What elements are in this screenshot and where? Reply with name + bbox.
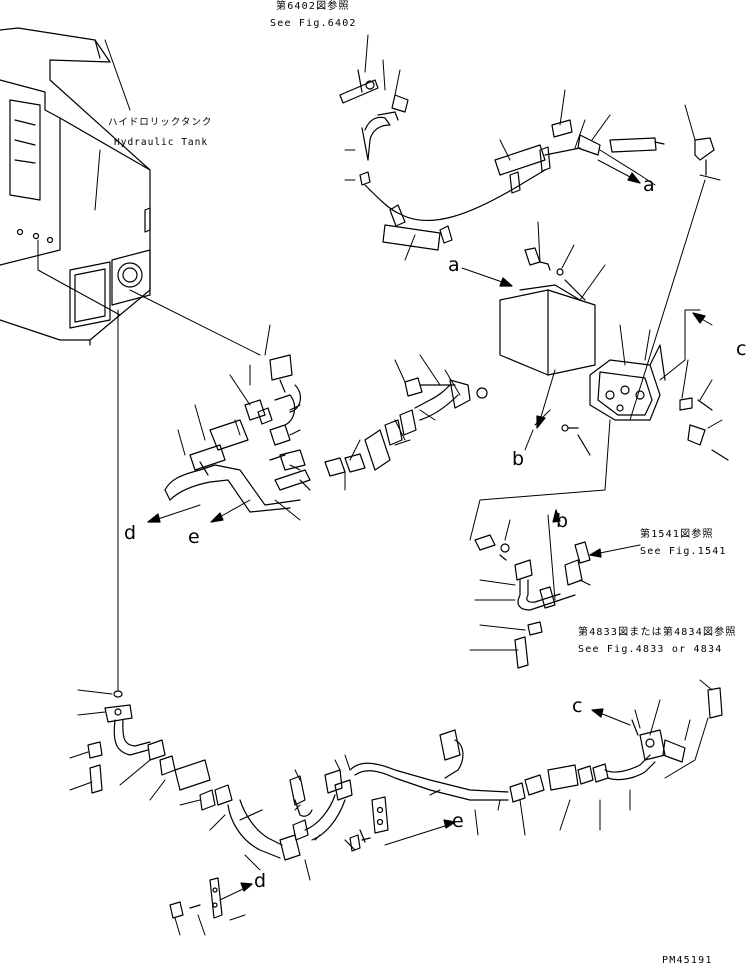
callout-a-middle: a	[448, 254, 460, 276]
ref-6402-en: See Fig.6402	[270, 18, 357, 29]
callout-b-middle: b	[512, 448, 525, 470]
valve-bracket	[499, 247, 596, 376]
ref-4833-jp: 第4833図または第4834図参照	[578, 627, 737, 638]
callout-d-lower: d	[254, 870, 267, 892]
callout-b-lower: b	[556, 510, 569, 532]
tank-label-en: Hydraulic Tank	[114, 137, 209, 148]
upper-hose-assembly	[339, 69, 715, 251]
tank-label-jp: ハイドロリックタンク	[108, 117, 213, 128]
callout-d-middle: d	[124, 522, 137, 544]
ref-1541-en: See Fig.1541	[640, 546, 727, 557]
middle-hose-assembly	[164, 354, 488, 513]
callout-e-lower: e	[452, 810, 464, 832]
hydraulic-tank	[0, 27, 151, 346]
ref-4833-en: See Fig.4833 or 4834	[578, 644, 723, 655]
drawing-number: PM45191	[662, 955, 713, 966]
control-valve	[561, 344, 729, 461]
lower-hose-assembly	[87, 679, 723, 919]
callout-c-lower: c	[572, 695, 583, 717]
callout-a-upper: a	[643, 174, 655, 196]
callout-e-middle: e	[188, 526, 200, 548]
ref-1541-jp: 第1541図参照	[640, 529, 714, 540]
callout-c-right: c	[736, 338, 747, 360]
lower-right-hose	[469, 509, 641, 669]
ref-6402-jp: 第6402図参照	[276, 1, 350, 12]
